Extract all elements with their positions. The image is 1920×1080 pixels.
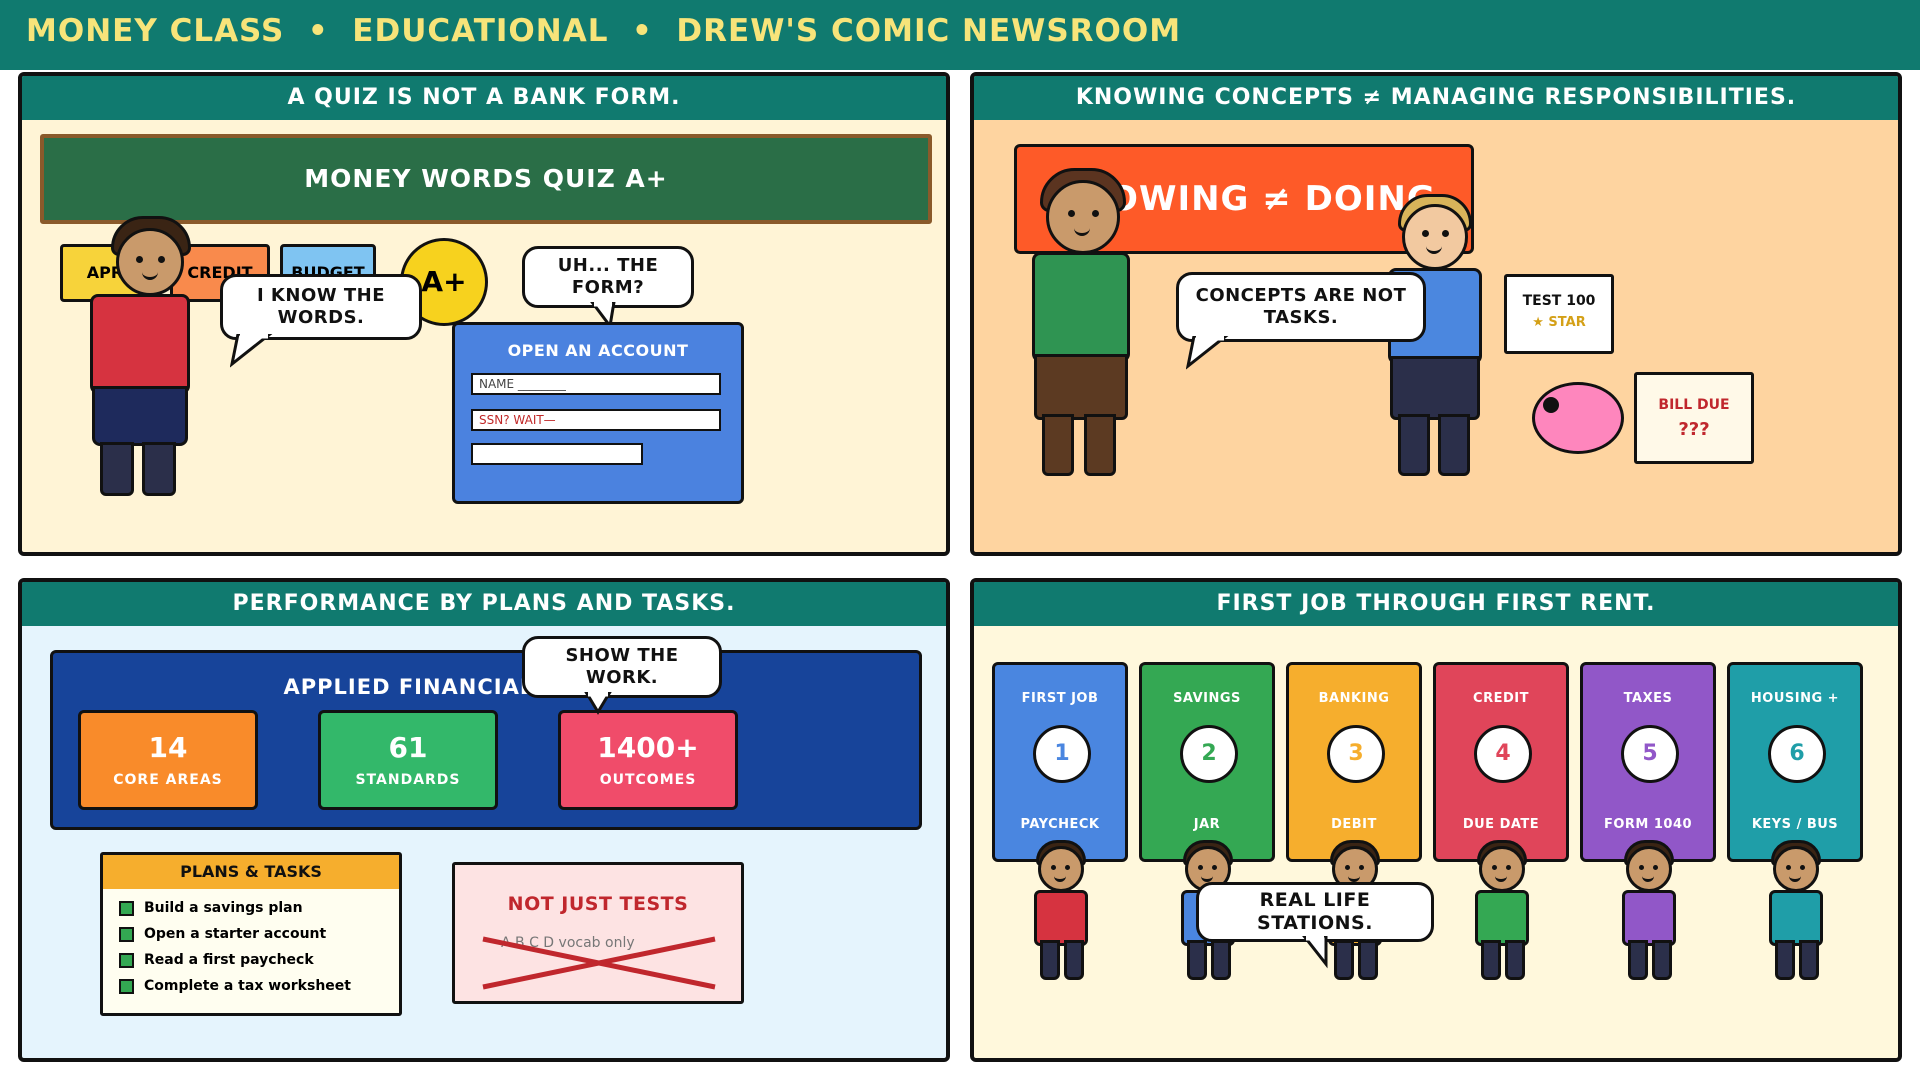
- banner-title: MONEY CLASS • EDUCATIONAL • DREW'S COMIC…: [26, 13, 1182, 49]
- plan-item: Complete a tax worksheet: [119, 973, 399, 999]
- top-banner: MONEY CLASS • EDUCATIONAL • DREW'S COMIC…: [0, 0, 1920, 70]
- plans-tasks-card: PLANS & TASKS Build a savings plan Open …: [100, 852, 402, 1016]
- bill-due-card: BILL DUE ???: [1634, 372, 1754, 464]
- checkbox-icon: [119, 900, 134, 916]
- station-number: 2: [1180, 725, 1238, 783]
- stat-standards: 61 STANDARDS: [318, 710, 498, 810]
- chalkboard: MONEY WORDS QUIZ A+: [40, 134, 932, 224]
- plan-item: Open a starter account: [119, 921, 399, 947]
- panel-quiz: A QUIZ IS NOT A BANK FORM. MONEY WORDS Q…: [18, 72, 950, 556]
- station-number: 3: [1327, 725, 1385, 783]
- stat-core-areas: 14 CORE AREAS: [78, 710, 258, 810]
- station-kid-character: [1032, 840, 1092, 980]
- crossed-out-vocab: A B C D vocab only: [501, 935, 635, 951]
- show-work-bubble-tail: [584, 692, 612, 715]
- student-bubble-tail: [230, 334, 273, 368]
- form-name-field[interactable]: NAME ________: [471, 373, 721, 395]
- bank-account-form: OPEN AN ACCOUNT NAME ________ SSN? WAIT—: [452, 322, 744, 504]
- station-number: 4: [1474, 725, 1532, 783]
- piggy-bank-icon: [1532, 382, 1624, 454]
- form-title: OPEN AN ACCOUNT: [507, 341, 689, 360]
- station-kid-character: [1473, 840, 1533, 980]
- plans-tasks-title: PLANS & TASKS: [103, 855, 399, 889]
- plan-item: Read a first paycheck: [119, 947, 399, 973]
- board-title: APPLIED FINANCIAL CAPABILITY: [283, 675, 689, 699]
- station-kid-character: [1620, 840, 1680, 980]
- not-tests-title: NOT JUST TESTS: [507, 893, 689, 915]
- form-bubble-tail: [590, 302, 616, 330]
- station-kid-character: [1767, 840, 1827, 980]
- checkbox-icon: [119, 978, 134, 994]
- concepts-bubble-tail: [1186, 336, 1229, 370]
- checkbox-icon: [119, 952, 134, 968]
- form-empty-field[interactable]: [471, 443, 643, 465]
- student-speech-bubble: I KNOW THE WORDS.: [220, 274, 422, 340]
- show-work-speech-bubble: SHOW THE WORK.: [522, 636, 722, 698]
- panel-quiz-title: A QUIZ IS NOT A BANK FORM.: [22, 76, 946, 120]
- panel-knowing-title: KNOWING CONCEPTS ≠ MANAGING RESPONSIBILI…: [974, 76, 1898, 120]
- form-speech-bubble: UH... THE FORM?: [522, 246, 694, 308]
- panel-knowing: KNOWING CONCEPTS ≠ MANAGING RESPONSIBILI…: [970, 72, 1902, 556]
- concepts-speech-bubble: CONCEPTS ARE NOT TASKS.: [1176, 272, 1426, 342]
- panel-performance: PERFORMANCE BY PLANS AND TASKS. APPLIED …: [18, 578, 950, 1062]
- red-x-mark: [482, 936, 716, 990]
- student-blond-character: [1388, 194, 1488, 494]
- test-score-card: TEST 100 ★ STAR: [1504, 274, 1614, 354]
- station-number: 1: [1033, 725, 1091, 783]
- checkbox-icon: [119, 926, 134, 942]
- panel-stations-title: FIRST JOB THROUGH FIRST RENT.: [974, 582, 1898, 626]
- station-number: 6: [1768, 725, 1826, 783]
- real-life-bubble-tail: [1302, 936, 1328, 969]
- teacher-character: [1032, 168, 1142, 488]
- station-number: 5: [1621, 725, 1679, 783]
- plan-item: Build a savings plan: [119, 895, 399, 921]
- stat-outcomes: 1400+ OUTCOMES: [558, 710, 738, 810]
- not-just-tests-card: NOT JUST TESTS A B C D vocab only: [452, 862, 744, 1004]
- panel-performance-title: PERFORMANCE BY PLANS AND TASKS.: [22, 582, 946, 626]
- chalkboard-text: MONEY WORDS QUIZ A+: [304, 164, 668, 193]
- real-life-speech-bubble: REAL LIFE STATIONS.: [1196, 882, 1434, 942]
- student-character: [86, 216, 196, 496]
- form-ssn-field[interactable]: SSN? WAIT—: [471, 409, 721, 431]
